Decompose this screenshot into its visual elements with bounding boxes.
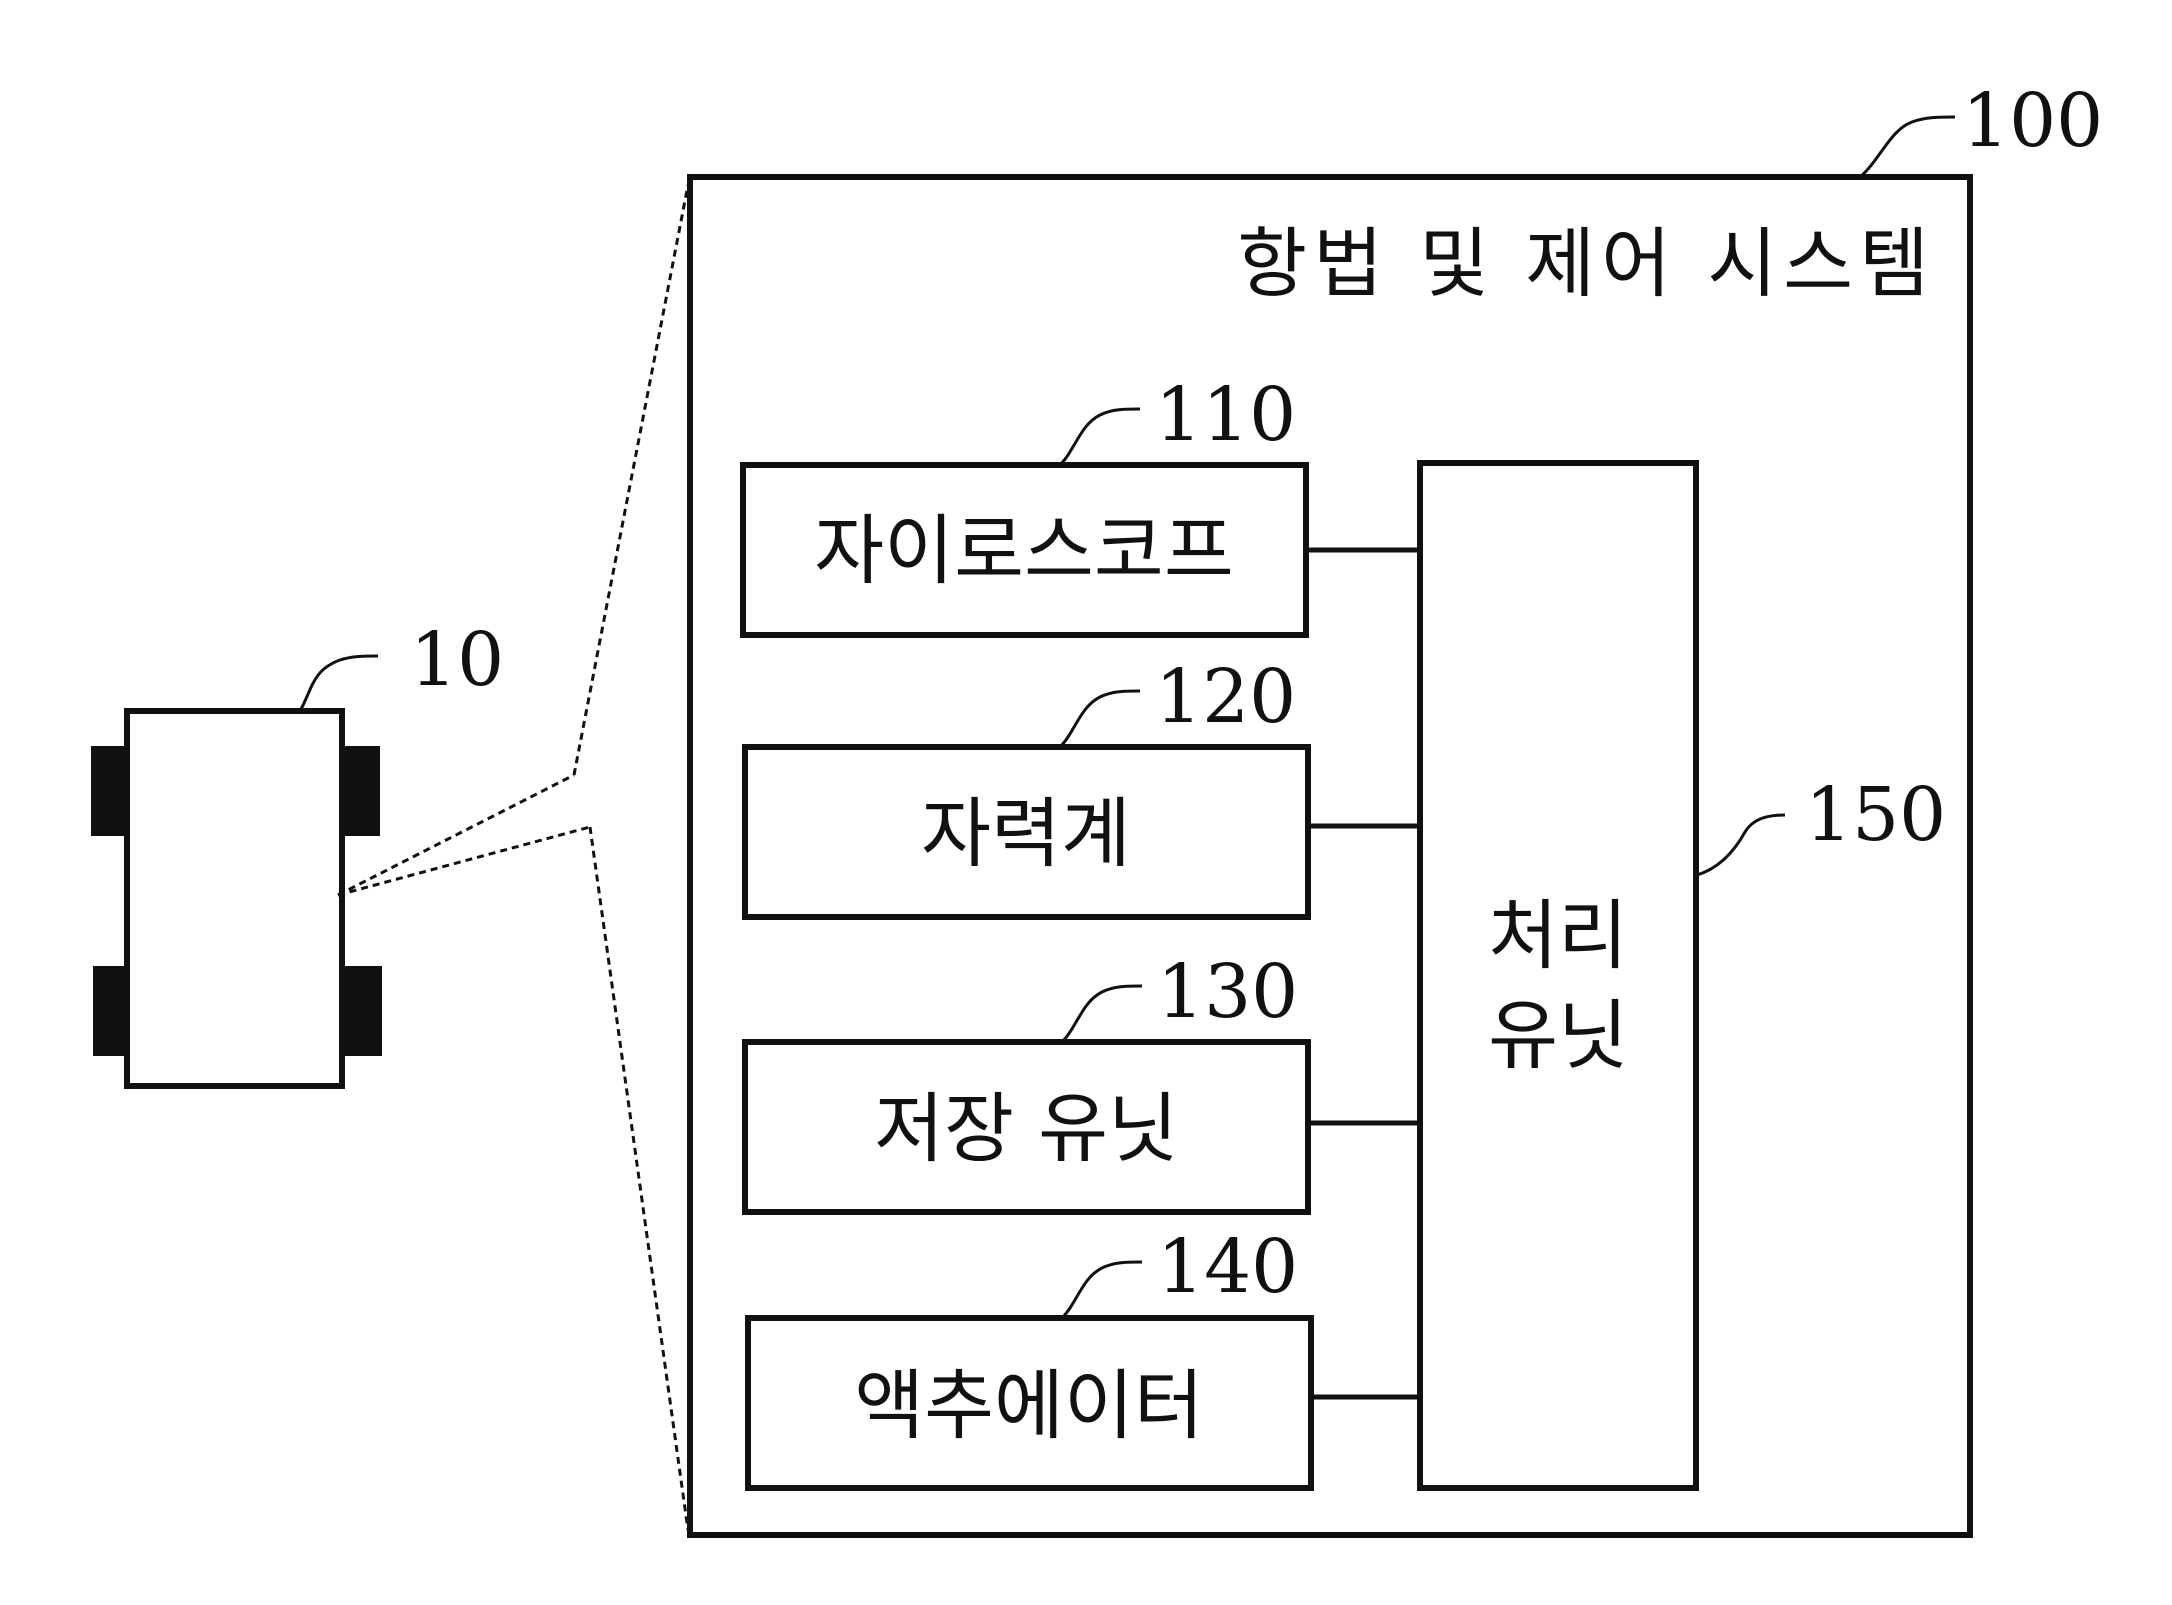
vehicle-body bbox=[124, 708, 345, 1089]
zoom-line-upper-to-box bbox=[572, 184, 690, 776]
processing-unit-label-line2: 유닛 bbox=[1488, 991, 1628, 1080]
system-title: 항법 및 제어 시스템 bbox=[1237, 219, 1935, 308]
gyroscope-ref-leader bbox=[1058, 407, 1141, 467]
vehicle-wheel-rear-right bbox=[342, 966, 382, 1056]
vehicle-ref-label: 10 bbox=[410, 617, 504, 703]
processing-unit-box bbox=[1417, 460, 1699, 1491]
magnetometer-box bbox=[742, 744, 1311, 920]
vehicle-ref-leader bbox=[298, 654, 379, 712]
actuator-ref-leader bbox=[1060, 1260, 1143, 1320]
system-ref-leader bbox=[1859, 115, 1956, 179]
magnetometer-ref-leader bbox=[1058, 689, 1141, 749]
vehicle-wheel-front-right bbox=[340, 746, 380, 836]
gyroscope-box bbox=[740, 462, 1309, 638]
zoom-line-lower-to-box bbox=[588, 826, 690, 1531]
actuator-ref-label: 140 bbox=[1157, 1224, 1298, 1310]
processing-unit-ref-label: 150 bbox=[1805, 772, 1946, 858]
system-ref-label: 100 bbox=[1962, 78, 2103, 164]
storage-unit-label: 저장 유닛 bbox=[874, 1084, 1178, 1173]
storage-unit-box bbox=[742, 1039, 1311, 1215]
magnetometer-label: 자력계 bbox=[921, 789, 1131, 878]
storage-unit-ref-label: 130 bbox=[1157, 949, 1298, 1035]
actuator-box bbox=[745, 1315, 1314, 1491]
processing-unit-label-line1: 처리 bbox=[1488, 891, 1628, 980]
zoom-line-upper bbox=[337, 773, 575, 897]
vehicle bbox=[91, 708, 382, 1089]
gyroscope-ref-label: 110 bbox=[1155, 372, 1296, 458]
storage-unit-ref-leader bbox=[1060, 984, 1143, 1044]
processing-unit-ref-leader bbox=[1696, 813, 1786, 877]
zoom-line-lower bbox=[337, 825, 591, 897]
magnetometer-ref-label: 120 bbox=[1155, 654, 1296, 740]
actuator-label: 액추에이터 bbox=[854, 1361, 1204, 1450]
gyroscope-label: 자이로스코프 bbox=[814, 506, 1234, 595]
